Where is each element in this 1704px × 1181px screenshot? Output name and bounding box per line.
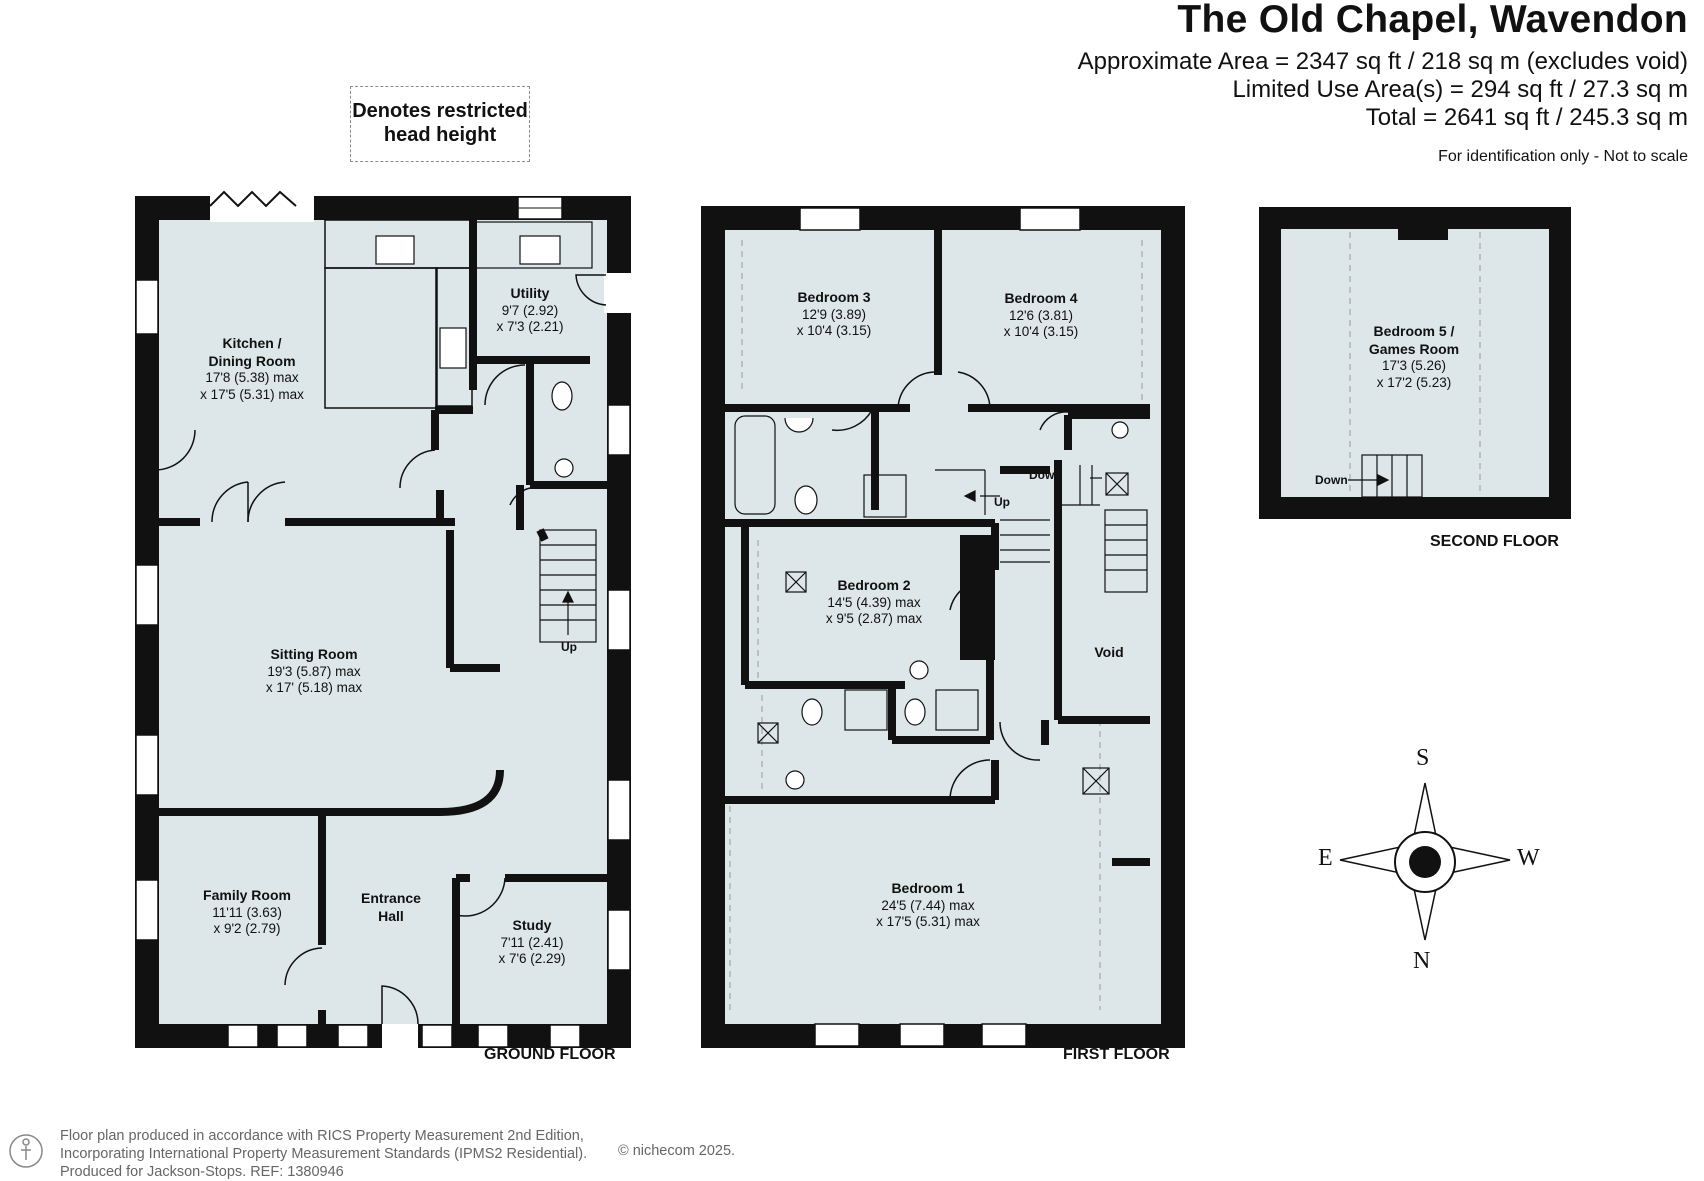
room-utility: Utility 9'7 (2.92) x 7'3 (2.21) [496, 285, 564, 335]
shower-icon [844, 689, 888, 731]
toilet-icon [794, 485, 818, 515]
room-entrance-hall: Entrance Hall [361, 890, 421, 924]
second-floor-label: SECOND FLOOR [1430, 533, 1559, 550]
ground-floor-plan [135, 190, 634, 1048]
compass-south: S [1416, 745, 1430, 771]
footer-line-2: Incorporating International Property Mea… [60, 1146, 588, 1163]
window [607, 779, 631, 841]
room-void: Void [1094, 644, 1124, 660]
front-door-swing [381, 985, 419, 1025]
room-family: Family Room 11'11 (3.63) x 9'2 (2.79) [203, 887, 291, 937]
ground-stairs [539, 529, 597, 643]
partition-block [960, 535, 995, 660]
toilet-icon [551, 381, 573, 411]
hob-icon [375, 235, 415, 265]
copyright: © nichecom 2025. [618, 1143, 736, 1159]
roof-lights [757, 472, 1129, 795]
bath-icon [734, 415, 776, 515]
ground-door-swings [154, 364, 531, 986]
first-floor-fill [713, 218, 1173, 1036]
window [227, 1024, 259, 1048]
accessibility-person-icon [9, 1134, 43, 1168]
bifold-opening [210, 194, 314, 222]
legend-line-2: head height [383, 124, 497, 146]
shower-icon [863, 474, 907, 518]
compass-west: W [1517, 845, 1540, 871]
window [477, 1024, 509, 1048]
side-door-swing [575, 274, 607, 306]
compass-east: E [1318, 845, 1333, 871]
room-bedroom-3: Bedroom 3 12'9 (3.89) x 10'4 (3.15) [796, 289, 872, 339]
window [135, 734, 159, 796]
room-bedroom-1: Bedroom 1 24'5 (7.44) max x 17'5 (5.31) … [876, 880, 980, 930]
room-bedroom-5: Bedroom 5 / Games Room 17'3 (5.26) x 17'… [1368, 323, 1460, 390]
total-area: Total = 2641 sq ft / 245.3 sq m [1365, 104, 1688, 131]
window [799, 207, 861, 231]
window [1019, 207, 1081, 231]
footer-notes: Floor plan produced in accordance with R… [60, 1127, 587, 1181]
bifold-door-icon [209, 190, 297, 208]
approx-area: Approximate Area = 2347 sq ft / 218 sq m… [1077, 48, 1688, 75]
window [337, 1024, 369, 1048]
window [899, 1023, 945, 1047]
footer-line-1: Floor plan produced in accordance with R… [60, 1128, 584, 1144]
first-floor-label: FIRST FLOOR [1063, 1046, 1170, 1063]
toilet-icon [801, 698, 823, 726]
window [276, 1024, 308, 1048]
first-stairs-down-label: Down [1029, 468, 1062, 482]
property-title: The Old Chapel, Wavendon [1177, 0, 1688, 41]
window [607, 909, 631, 971]
ground-floor-label: GROUND FLOOR [484, 1046, 616, 1063]
kitchen-worktop-side [435, 267, 473, 407]
first-door-swings [831, 371, 1069, 801]
restricted-height-legend: Denotes restricted head height [350, 86, 530, 162]
legend-line-1: Denotes restricted [352, 100, 528, 122]
window [135, 279, 159, 335]
window [814, 1023, 860, 1047]
window [549, 1024, 581, 1048]
compass-emblem-icon [1409, 846, 1441, 878]
window [135, 879, 159, 941]
first-floor-plan [701, 206, 1185, 1048]
room-kitchen: Kitchen / Dining Room 17'8 (5.38) max x … [200, 335, 304, 402]
second-stairs-down-label: Down [1315, 473, 1348, 487]
window [981, 1023, 1027, 1047]
first-stairs [935, 465, 1148, 593]
first-stairs-up-label: Up [994, 495, 1010, 509]
room-bedroom-4: Bedroom 4 12'6 (3.81) x 10'4 (3.15) [1003, 290, 1079, 340]
basin-icon [784, 417, 814, 433]
front-door-opening [382, 1024, 418, 1048]
second-floor-plan [1259, 207, 1571, 519]
side-door-opening [604, 273, 634, 313]
basin-icon [785, 770, 805, 790]
room-bedroom-2: Bedroom 2 14'5 (4.39) max x 9'5 (2.87) m… [825, 577, 923, 627]
basin-icon [554, 458, 574, 478]
window [135, 564, 159, 626]
footer-line-3: Produced for Jackson-Stops. REF: 1380946 [60, 1164, 344, 1181]
utility-sink-icon [519, 235, 561, 265]
room-study: Study 7'11 (2.41) x 7'6 (2.29) [498, 917, 566, 967]
kitchen-worktop [324, 219, 474, 269]
compass-north: N [1413, 948, 1431, 974]
kitchen-sink-icon [439, 327, 467, 369]
chimney-block [1398, 216, 1448, 240]
window [421, 1024, 453, 1048]
basin-icon [1111, 421, 1129, 439]
second-stairs [1348, 454, 1423, 498]
identification-note: For identification only - Not to scale [1438, 148, 1688, 165]
window [607, 404, 631, 456]
toilet-icon [904, 698, 926, 726]
ground-stairs-up-label: Up [561, 640, 577, 654]
window [607, 589, 631, 651]
compass-rose [1339, 782, 1511, 941]
room-sitting: Sitting Room 19'3 (5.87) max x 17' (5.18… [265, 646, 363, 696]
ground-interior-walls [155, 218, 610, 1025]
limited-use-area: Limited Use Area(s) = 294 sq ft / 27.3 s… [1232, 76, 1688, 103]
second-floor-fill [1270, 218, 1560, 508]
first-interior-walls [725, 230, 1150, 866]
basin-icon [909, 660, 929, 680]
utility-worktop [475, 221, 593, 269]
shower-icon [935, 689, 979, 731]
